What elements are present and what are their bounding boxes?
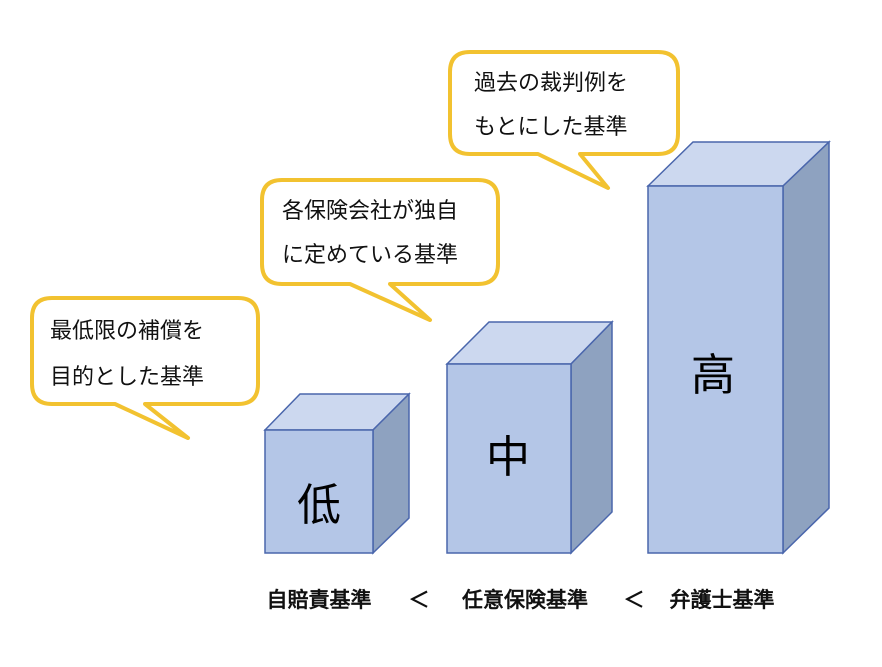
box-high-front (647, 185, 784, 554)
callout-high-line2: もとにした基準 (474, 115, 628, 140)
callout-high: 過去の裁判例を もとにした基準 (448, 50, 680, 190)
callout-mid-line2: に定めている基準 (282, 243, 458, 268)
level-mid-label: 中 (486, 432, 530, 483)
standard-jibaiseki: 自賠責基準 (267, 588, 372, 612)
box-low-front (264, 429, 374, 554)
callout-low-line1: 最低限の補償を (50, 319, 204, 344)
callout-high-bubble (448, 50, 680, 190)
callout-mid: 各保険会社が独自 に定めている基準 (260, 178, 500, 322)
callout-low: 最低限の補償を 目的とした基準 (30, 296, 260, 440)
box-mid-front (446, 363, 572, 554)
box-low: 低 (263, 392, 411, 555)
callout-mid-bubble (260, 178, 500, 322)
standard-nini-hoken: 任意保険基準 (461, 588, 588, 612)
box-mid: 中 (445, 320, 614, 555)
callout-mid-line1: 各保険会社が独自 (282, 199, 458, 224)
box-mid-side (570, 320, 613, 555)
callout-low-line2: 目的とした基準 (50, 365, 204, 390)
level-high-label: 高 (691, 350, 735, 401)
callout-high-line1: 過去の裁判例を (474, 71, 628, 96)
box-high: 高 (646, 140, 831, 555)
less-than-2: ＜ (624, 588, 645, 612)
less-than-1: ＜ (409, 588, 430, 612)
box-high-side (782, 140, 830, 555)
callout-low-bubble (30, 296, 260, 440)
standard-bengoshi: 弁護士基準 (670, 588, 775, 612)
level-low-label: 低 (297, 480, 341, 531)
comparison-row: 自賠責基準 ＜ 任意保険基準 ＜ 弁護士基準 (267, 588, 775, 612)
